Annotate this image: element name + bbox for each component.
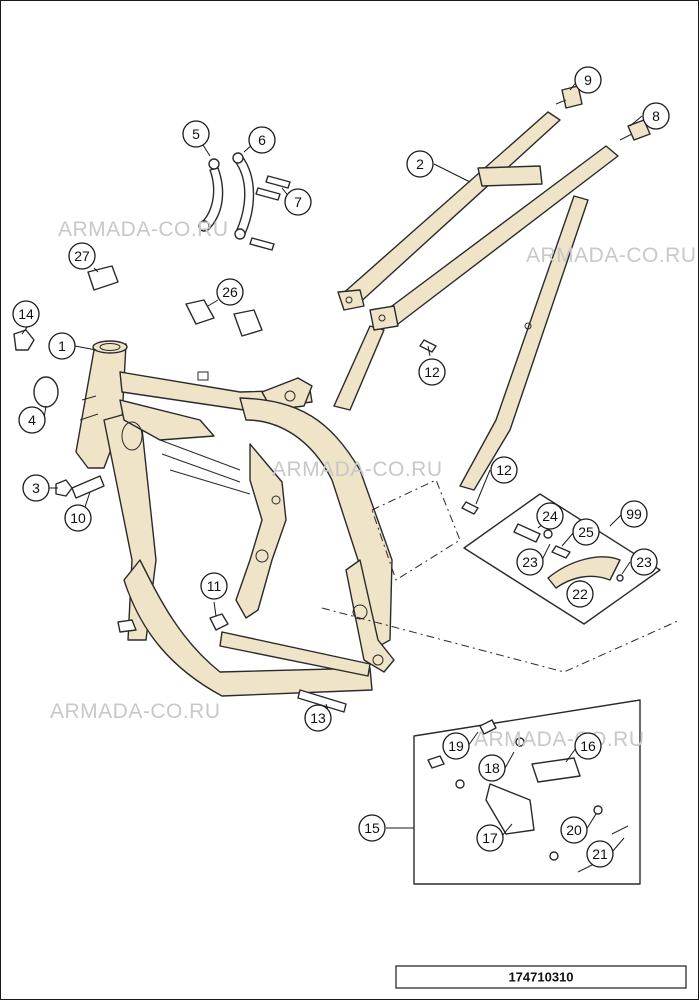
svg-text:12: 12 bbox=[496, 462, 512, 478]
callout-2: 2 bbox=[406, 150, 434, 178]
svg-text:3: 3 bbox=[32, 480, 40, 496]
svg-text:23: 23 bbox=[522, 554, 538, 570]
callout-24: 24 bbox=[536, 502, 564, 530]
nut-3 bbox=[55, 479, 73, 497]
svg-text:27: 27 bbox=[74, 248, 90, 264]
svg-text:22: 22 bbox=[572, 586, 588, 602]
callout-12: 12 bbox=[418, 358, 446, 386]
svg-text:2: 2 bbox=[416, 156, 424, 172]
nut-11 bbox=[209, 613, 229, 631]
svg-text:8: 8 bbox=[652, 108, 660, 124]
grommet-27 bbox=[87, 265, 119, 291]
svg-text:25: 25 bbox=[578, 524, 594, 540]
nut-14 bbox=[13, 329, 35, 351]
callout-12: 12 bbox=[490, 456, 518, 484]
svg-text:14: 14 bbox=[18, 306, 34, 322]
callout-27: 27 bbox=[68, 242, 96, 270]
callout-21: 21 bbox=[586, 840, 614, 868]
svg-text:15: 15 bbox=[364, 820, 380, 836]
svg-text:24: 24 bbox=[542, 508, 558, 524]
main-frame bbox=[75, 340, 395, 697]
callout-4: 4 bbox=[18, 406, 46, 434]
callout-15: 15 bbox=[358, 814, 386, 842]
watermark-text: ARMADA-CO.RU bbox=[526, 244, 697, 267]
callout-22: 22 bbox=[566, 580, 594, 608]
svg-text:17: 17 bbox=[482, 830, 498, 846]
bushing-8 bbox=[619, 119, 651, 141]
svg-text:18: 18 bbox=[484, 760, 500, 776]
callout-14: 14 bbox=[12, 300, 40, 328]
callout-25: 25 bbox=[572, 518, 600, 546]
svg-text:6: 6 bbox=[258, 132, 266, 148]
callout-26: 26 bbox=[216, 278, 244, 306]
kit-99-box bbox=[463, 493, 661, 625]
reference-number-box: 174710310 bbox=[395, 965, 687, 989]
callout-10: 10 bbox=[64, 504, 92, 532]
svg-text:12: 12 bbox=[424, 364, 440, 380]
callout-13: 13 bbox=[304, 704, 332, 732]
watermark-text: ARMADA-CO.RU bbox=[474, 728, 645, 751]
callout-19: 19 bbox=[442, 732, 470, 760]
svg-text:4: 4 bbox=[28, 412, 36, 428]
callout-9: 9 bbox=[574, 66, 602, 94]
sub-frame bbox=[333, 111, 619, 491]
svg-text:20: 20 bbox=[566, 822, 582, 838]
watermark-text: ARMADA-CO.RU bbox=[272, 458, 443, 481]
callout-3: 3 bbox=[22, 474, 50, 502]
bolt-10 bbox=[71, 475, 105, 499]
svg-text:23: 23 bbox=[636, 554, 652, 570]
svg-text:21: 21 bbox=[592, 846, 608, 862]
plug-4 bbox=[33, 376, 59, 408]
callout-8: 8 bbox=[642, 102, 670, 130]
svg-text:13: 13 bbox=[310, 710, 326, 726]
watermark-text: ARMADA-CO.RU bbox=[58, 218, 229, 241]
callout-23: 23 bbox=[516, 548, 544, 576]
svg-text:5: 5 bbox=[192, 126, 200, 142]
reference-number: 174710310 bbox=[508, 970, 573, 985]
callout-99: 99 bbox=[620, 500, 648, 528]
svg-text:16: 16 bbox=[580, 738, 596, 754]
callout-5: 5 bbox=[182, 120, 210, 148]
watermarks: ARMADA-CO.RU ARMADA-CO.RU ARMADA-CO.RU A… bbox=[50, 218, 697, 751]
svg-text:1: 1 bbox=[58, 338, 66, 354]
bolts-7 bbox=[249, 175, 291, 251]
callout-7: 7 bbox=[284, 188, 312, 216]
callout-6: 6 bbox=[248, 126, 276, 154]
svg-text:7: 7 bbox=[294, 194, 302, 210]
engine-brackets bbox=[198, 152, 255, 240]
svg-text:19: 19 bbox=[448, 738, 464, 754]
callout-11: 11 bbox=[200, 572, 228, 600]
svg-text:11: 11 bbox=[207, 578, 222, 594]
stickers-26 bbox=[185, 299, 263, 337]
callout-1: 1 bbox=[48, 332, 76, 360]
callout-23: 23 bbox=[630, 548, 658, 576]
guide-line bbox=[371, 479, 461, 581]
svg-text:10: 10 bbox=[70, 510, 86, 526]
callout-17: 17 bbox=[476, 824, 504, 852]
callout-16: 16 bbox=[574, 732, 602, 760]
svg-text:99: 99 bbox=[626, 506, 642, 522]
bolt-13 bbox=[297, 689, 347, 713]
watermark-text: ARMADA-CO.RU bbox=[50, 700, 221, 723]
callout-20: 20 bbox=[560, 816, 588, 844]
callout-18: 18 bbox=[478, 754, 506, 782]
svg-text:26: 26 bbox=[222, 284, 238, 300]
svg-text:9: 9 bbox=[584, 72, 592, 88]
